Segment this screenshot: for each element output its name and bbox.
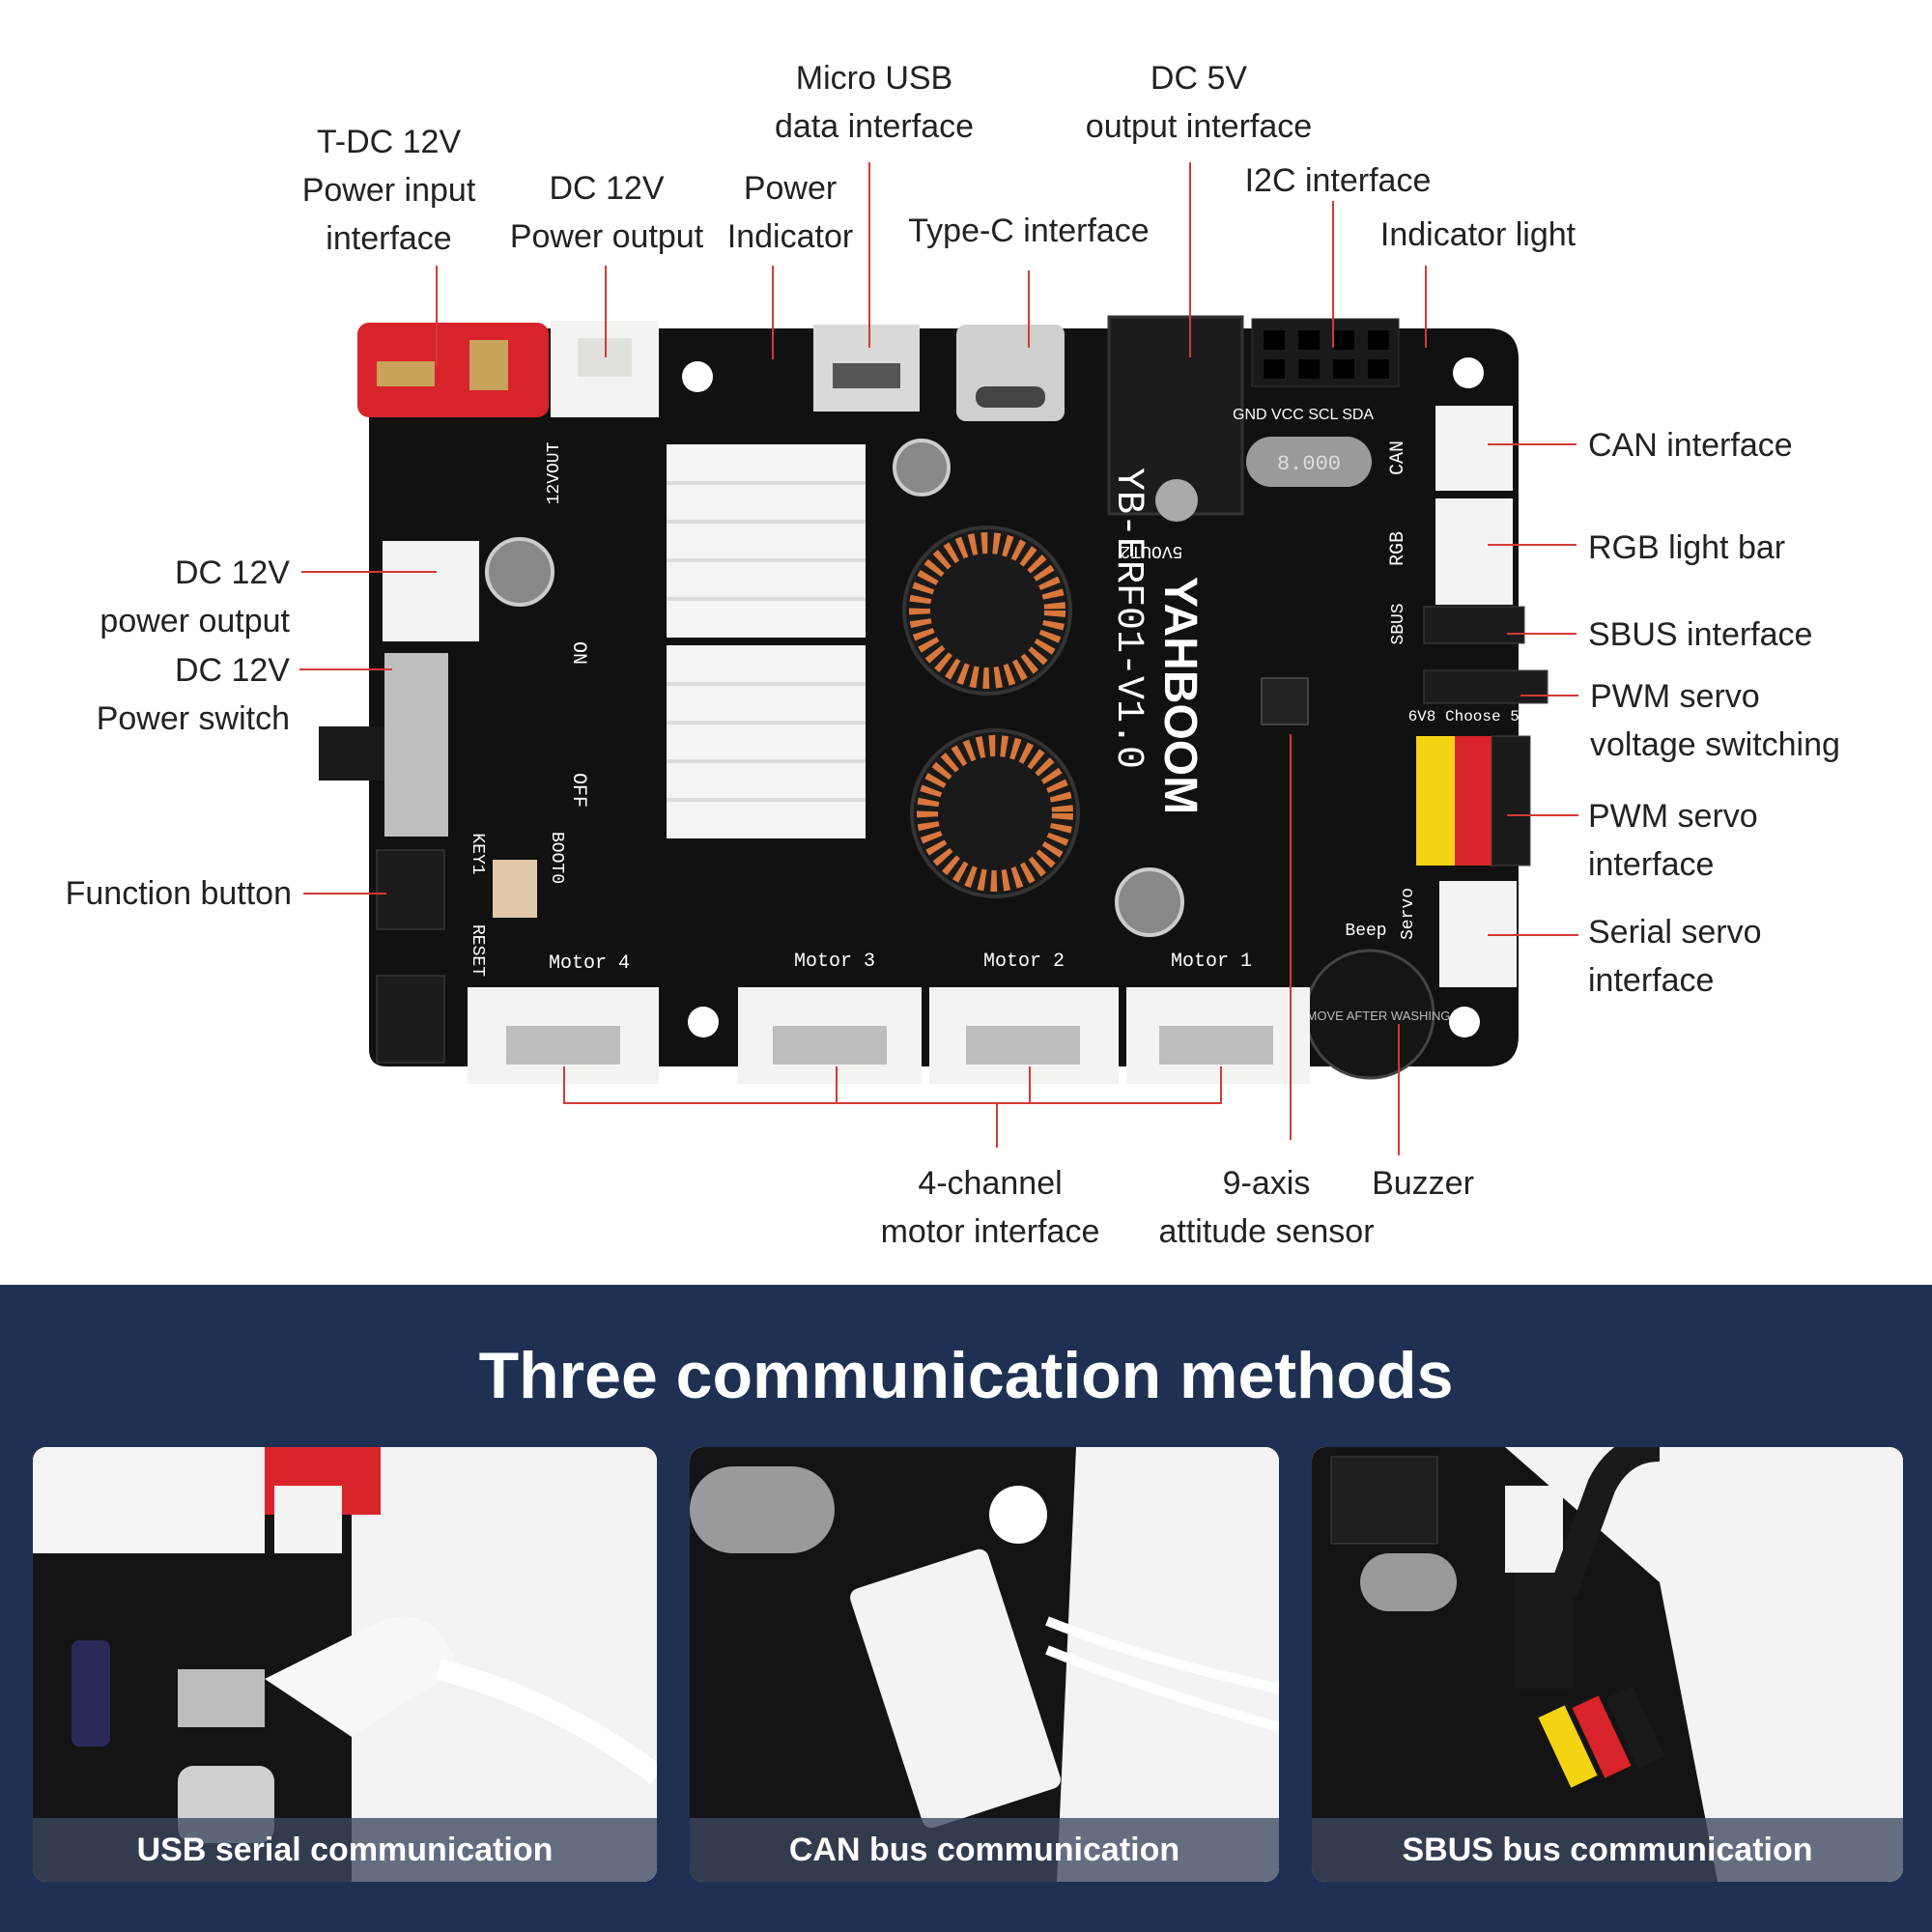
crystal-label: 8.000 [1277, 452, 1341, 476]
silk-choose: 6V8 Choose 5V [1408, 708, 1529, 725]
rgb-connector [1435, 498, 1513, 605]
can-photo-illustration [690, 1447, 1279, 1882]
motor-label: Motor 4 [549, 952, 630, 975]
silk-on: ON [567, 641, 589, 665]
section-title: Three communication methods [478, 1339, 1454, 1412]
callout-indicator-light: Indicator light [1379, 216, 1577, 253]
pwm-header-black [1491, 735, 1531, 867]
motor-label: Motor 1 [1171, 951, 1252, 973]
serial-servo-connector [1439, 881, 1517, 987]
mount-hole [1449, 1007, 1480, 1037]
sbus-header [1423, 606, 1525, 644]
usb-photo: USB serial communication [33, 1447, 657, 1882]
callout-type-c: Type-C interface [908, 213, 1150, 249]
heatsink-bottom [667, 645, 866, 838]
pwm-header-yellow [1416, 736, 1455, 866]
can-caption: CAN bus communication [690, 1818, 1279, 1882]
capacitor [893, 439, 951, 497]
heatsink-top [667, 444, 866, 638]
silk-reset: RESET [468, 924, 487, 977]
silk-12vout: 12VOUT [545, 441, 564, 504]
mount-hole [682, 361, 713, 392]
usb-caption: USB serial communication [33, 1818, 657, 1882]
callout-buzzer: Buzzer [1372, 1165, 1474, 1202]
function-button-body [376, 849, 445, 930]
silk-servo: Servo [1399, 888, 1418, 940]
board-model: YB-ERF01-V1.0 [1106, 468, 1150, 769]
can-connector [1435, 406, 1513, 491]
callout-can: CAN interface [1588, 427, 1793, 464]
silk-rgb: RGB [1387, 531, 1409, 566]
pcb-board-illustration: GND VCC SCL SDA 8.000 YB-ERF01-V1.0 YAHB… [319, 315, 1548, 1084]
board-brand: YAHBOOM [1154, 577, 1206, 814]
usb-photo-illustration [33, 1447, 657, 1882]
silk-i2c: GND VCC SCL SDA [1233, 407, 1374, 423]
callout-sbus: SBUS interface [1588, 616, 1813, 653]
sbus-photo: SBUS bus communication [1312, 1447, 1903, 1882]
can-photo: CAN bus communication [690, 1447, 1279, 1882]
silk-beep: Beep [1345, 922, 1386, 941]
callout-rgb: RGB light bar [1588, 529, 1786, 566]
communication-section: Three communication methods USB serial c… [0, 1285, 1932, 1932]
callout-function-button: Function button [65, 875, 292, 912]
callout-i2c: I2C interface [1244, 162, 1432, 199]
silk-sbus: SBUS [1389, 603, 1408, 644]
sbus-photo-illustration [1312, 1447, 1903, 1882]
board-diagram-area: GND VCC SCL SDA 8.000 YB-ERF01-V1.0 YAHB… [65, 60, 1840, 1250]
crystal [1246, 437, 1372, 487]
silk-key: KEY1 [468, 833, 487, 874]
silk-boot: BOOT0 [547, 832, 566, 884]
reset-button-body [376, 975, 445, 1064]
boot-button [493, 860, 537, 918]
sbus-caption: SBUS bus communication [1312, 1818, 1903, 1882]
buzzer-label: REMOVE AFTER WASHING [1289, 1009, 1450, 1023]
silk-off: OFF [567, 773, 589, 808]
motor-label: Motor 2 [983, 951, 1065, 973]
capacitor [485, 537, 554, 607]
voltage-jumper [1423, 669, 1548, 704]
silk-5vout: 5VOUT2 [1121, 541, 1183, 560]
capacitor [1115, 867, 1184, 937]
motor-label: Motor 3 [794, 951, 875, 973]
dc12-output-connector-left [383, 541, 479, 641]
mount-hole [688, 1007, 719, 1037]
silk-can: CAN [1387, 440, 1409, 475]
power-switch [384, 653, 448, 837]
pwm-header-red [1455, 736, 1492, 866]
imu-chip [1261, 677, 1309, 725]
mount-hole [1453, 357, 1484, 388]
